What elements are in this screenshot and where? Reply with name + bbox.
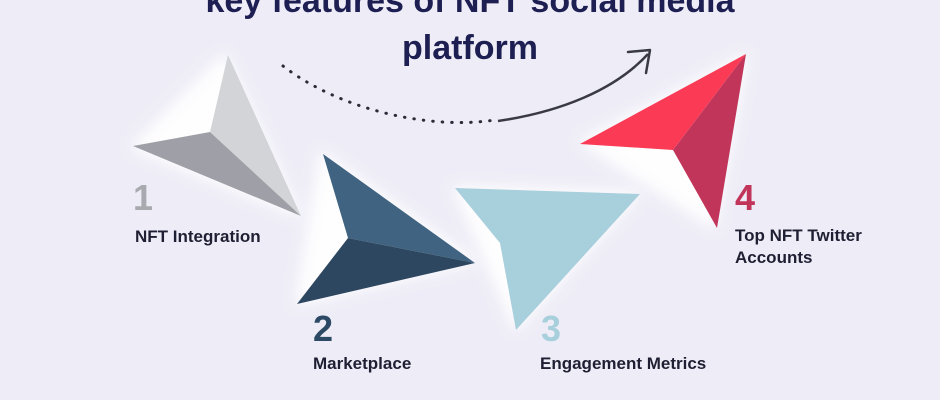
arrow-2-upper-face: [323, 154, 475, 263]
step-4-label-line-1: Top NFT Twitter: [735, 226, 862, 245]
arrow-1-icon: [130, 52, 302, 218]
page-title: key features of NFT social media platfor…: [0, 0, 940, 72]
step-1-label: NFT Integration: [135, 227, 261, 246]
arrow-2-lower-face: [297, 238, 475, 304]
step-3-number: 3: [541, 308, 562, 349]
arrow-3-body: [455, 188, 640, 330]
dotted-curve-arrow: [281, 64, 497, 125]
arrow-1-lower-face: [133, 132, 301, 216]
step-4-number: 4: [735, 177, 756, 218]
arrow-4-icon: [578, 52, 748, 230]
curve-arrow-tail: [497, 53, 649, 123]
arrow-1-upper-face: [210, 55, 301, 216]
step-4-label-line-2: Accounts: [735, 248, 813, 267]
step-2-number: 2: [313, 308, 334, 349]
arrow-2-icon: [295, 150, 478, 305]
arrow-4-lower-face: [673, 54, 746, 228]
step-2-label: Marketplace: [313, 354, 412, 373]
curve-arrowhead-icon: [626, 48, 652, 75]
title-line-1: key features of NFT social media: [205, 0, 735, 20]
title-line-2: platform: [402, 29, 538, 67]
arrow-4-upper-face: [580, 54, 746, 150]
arrow-3-icon: [452, 186, 642, 332]
step-3-label: Engagement Metrics: [540, 354, 707, 373]
step-1-number: 1: [133, 177, 154, 218]
step-4-label: Top NFT Twitter Accounts: [735, 225, 862, 269]
